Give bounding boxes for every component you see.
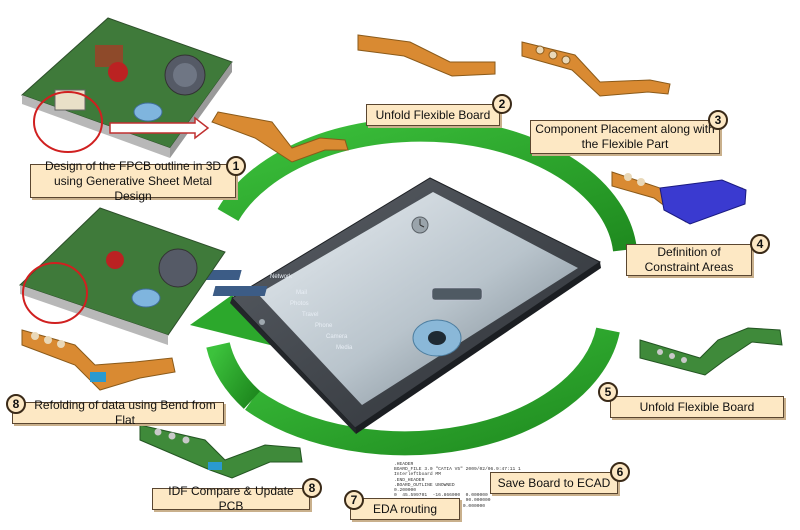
menu-phone-label: Phone	[315, 323, 333, 329]
step-8-refold-label: Refolding of data using Bend from Flat	[12, 398, 224, 427]
step-5-label: Unfold Flexible Board	[610, 396, 784, 418]
flex-constraints-4	[611, 171, 747, 225]
menu-mail-label: Mail	[296, 290, 307, 296]
menu-media-label: Media	[336, 345, 353, 351]
flex-pcb-5	[639, 327, 783, 376]
search-bar	[431, 287, 483, 301]
step-1-badge: 1	[226, 156, 246, 176]
step-1-label: Design of the FPCB outline in 3D using G…	[30, 159, 236, 203]
pcb-board-top	[21, 17, 233, 158]
step-8-idf-badge: 8	[302, 478, 322, 498]
step-2-label: Unfold Flexible Board	[366, 104, 500, 126]
menu-network-label: Network	[270, 274, 293, 280]
flex-outline-1	[211, 111, 349, 163]
step-3-badge: 3	[708, 110, 728, 130]
step-8-refold-badge: 8	[6, 394, 26, 414]
right-arrow-icon	[109, 116, 210, 140]
flex-idf-compare	[139, 424, 303, 479]
step-7-label: EDA routing	[350, 498, 460, 520]
menu-travel-label: Travel	[302, 312, 318, 318]
step-4-label: Definition of Constraint Areas	[626, 244, 752, 276]
flex-refold	[21, 329, 176, 391]
flex-components-3	[521, 41, 671, 97]
step-7-badge: 7	[344, 490, 364, 510]
menu-photos-label: Photos	[290, 301, 309, 307]
step-6-badge: 6	[610, 462, 630, 482]
step-5-badge: 5	[598, 382, 618, 402]
step-2-badge: 2	[492, 94, 512, 114]
tablet-device: Network Mail Photos Travel Phone Camera …	[186, 177, 601, 434]
home-button-icon	[259, 319, 265, 325]
menu-camera-label: Camera	[326, 334, 348, 340]
step-8-idf-label: IDF Compare & Update PCB	[152, 484, 310, 513]
dpad-icon	[412, 319, 462, 357]
highlight-circle	[33, 91, 103, 153]
step-3-label: Component Placement along with the Flexi…	[530, 120, 720, 154]
pcb-board-bottom	[19, 207, 226, 345]
step-6-label: Save Board to ECAD	[490, 472, 618, 494]
menu-mail	[212, 286, 268, 296]
cycle-arrow	[190, 117, 637, 456]
step-4-badge: 4	[750, 234, 770, 254]
flex-unfold-2	[357, 34, 496, 77]
